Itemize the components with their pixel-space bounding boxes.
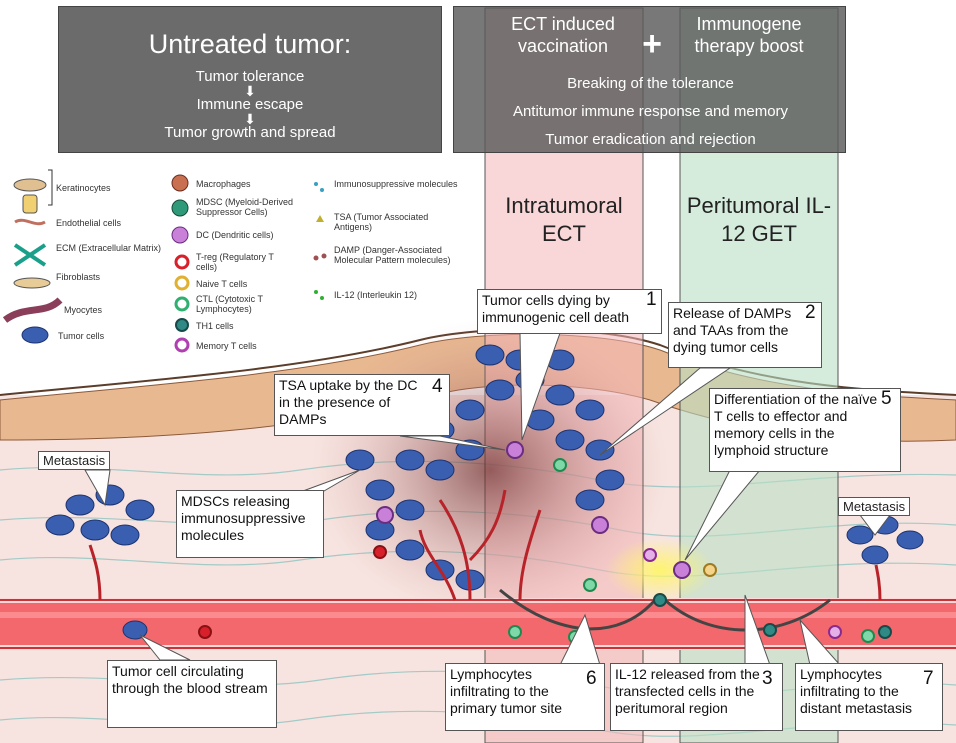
legend-treg: T-reg (Regulatory T cells) [196, 252, 274, 272]
legend-memory-t: Memory T cells [196, 341, 257, 351]
untreated-title: Untreated tumor: [148, 29, 352, 59]
legend-th1: TH1 cells [196, 321, 234, 331]
mdsc-label-text: MDSCs releasing immunosuppressive molecu… [181, 493, 306, 543]
callout-3-text: IL-12 released from the transfected cell… [615, 666, 760, 716]
legend-macrophages: Macrophages [196, 179, 251, 189]
callout-7: Lymphocytes infiltrating to the distant … [795, 663, 943, 731]
circulating-tumor-label: Tumor cell circulating through the blood… [107, 660, 277, 728]
callout-7-number: 7 [923, 668, 934, 689]
legend-ecm: ECM (Extracellular Matrix) [56, 243, 162, 253]
down-arrow-icon: ⬇ [244, 83, 256, 99]
untreated-step-3: Tumor growth and spread [164, 124, 336, 141]
mdsc-label: MDSCs releasing immunosuppressive molecu… [176, 490, 324, 558]
callout-4-text: TSA uptake by the DC in the presence of … [279, 377, 418, 427]
callout-7-text: Lymphocytes infiltrating to the distant … [800, 666, 913, 716]
callout-5-text: Differentiation of the naïve T cells to … [714, 391, 878, 458]
callout-6: Lymphocytes infiltrating to the primary … [445, 663, 605, 731]
callout-1-text: Tumor cells dying by immunogenic cell de… [482, 292, 630, 325]
callout-1-number: 1 [646, 289, 657, 310]
ect-vaccination-title: ECT induced vaccination [511, 14, 615, 56]
callout-5: Differentiation of the naïve T cells to … [709, 388, 901, 472]
legend-mdsc: MDSC (Myeloid-Derived Suppressor Cells) [196, 197, 294, 217]
plus-icon: + [642, 25, 662, 63]
callout-4-number: 4 [432, 376, 443, 397]
callout-6-number: 6 [586, 668, 597, 689]
intratumoral-ect-title: Intratumoral ECT [505, 193, 623, 246]
legend-tumor-cells: Tumor cells [58, 331, 105, 341]
legend-tsa: TSA (Tumor Associated Antigens) [334, 212, 429, 232]
legend-myocytes: Myocytes [64, 305, 103, 315]
treated-box: ECT induced vaccination + Immunogene the… [453, 6, 846, 153]
circulating-tumor-text: Tumor cell circulating through the blood… [112, 663, 268, 696]
legend-dc: DC (Dendritic cells) [196, 230, 274, 240]
callout-5-number: 5 [881, 388, 892, 409]
legend-immunosuppressive: Immunosuppressive molecules [334, 179, 458, 189]
legend-keratinocytes: Keratinocytes [56, 183, 111, 193]
callout-4: TSA uptake by the DC in the presence of … [274, 374, 450, 436]
down-arrow-icon: ⬇ [244, 111, 256, 127]
peritumoral-get-title: Peritumoral IL-12 GET [686, 193, 832, 246]
legend-fibroblasts: Fibroblasts [56, 272, 101, 282]
callout-3-number: 3 [762, 668, 773, 689]
metastasis-right-label: Metastasis [838, 497, 911, 516]
callout-6-text: Lymphocytes infiltrating to the primary … [450, 666, 563, 716]
callout-1: Tumor cells dying by immunogenic cell de… [477, 289, 662, 334]
callout-2-number: 2 [805, 302, 816, 323]
legend-endothelial: Endothelial cells [56, 218, 122, 228]
untreated-step-1: Tumor tolerance [195, 68, 305, 85]
legend-ctl: CTL (Cytotoxic T Lymphocytes) [196, 294, 263, 314]
immunogene-boost-title: Immunogene therapy boost [694, 14, 804, 56]
treated-step-2: Antitumor immune response and memory [512, 103, 789, 120]
callout-2: Release of DAMPs and TAAs from the dying… [668, 302, 822, 368]
callout-2-text: Release of DAMPs and TAAs from the dying… [673, 305, 792, 355]
callout-3: IL-12 released from the transfected cell… [610, 663, 783, 731]
legend-naive-t: Naive T cells [196, 279, 248, 289]
treated-step-3: Tumor eradication and rejection [545, 131, 756, 148]
metastasis-left-label: Metastasis [38, 451, 111, 470]
legend-il12: IL-12 (Interleukin 12) [334, 290, 418, 300]
treated-step-1: Breaking of the tolerance [567, 75, 734, 92]
legend-damp: DAMP (Danger-Associated Molecular Patter… [334, 245, 451, 265]
untreated-tumor-box: Untreated tumor: Tumor tolerance ⬇ Immun… [58, 6, 442, 153]
untreated-step-2: Immune escape [196, 96, 304, 113]
